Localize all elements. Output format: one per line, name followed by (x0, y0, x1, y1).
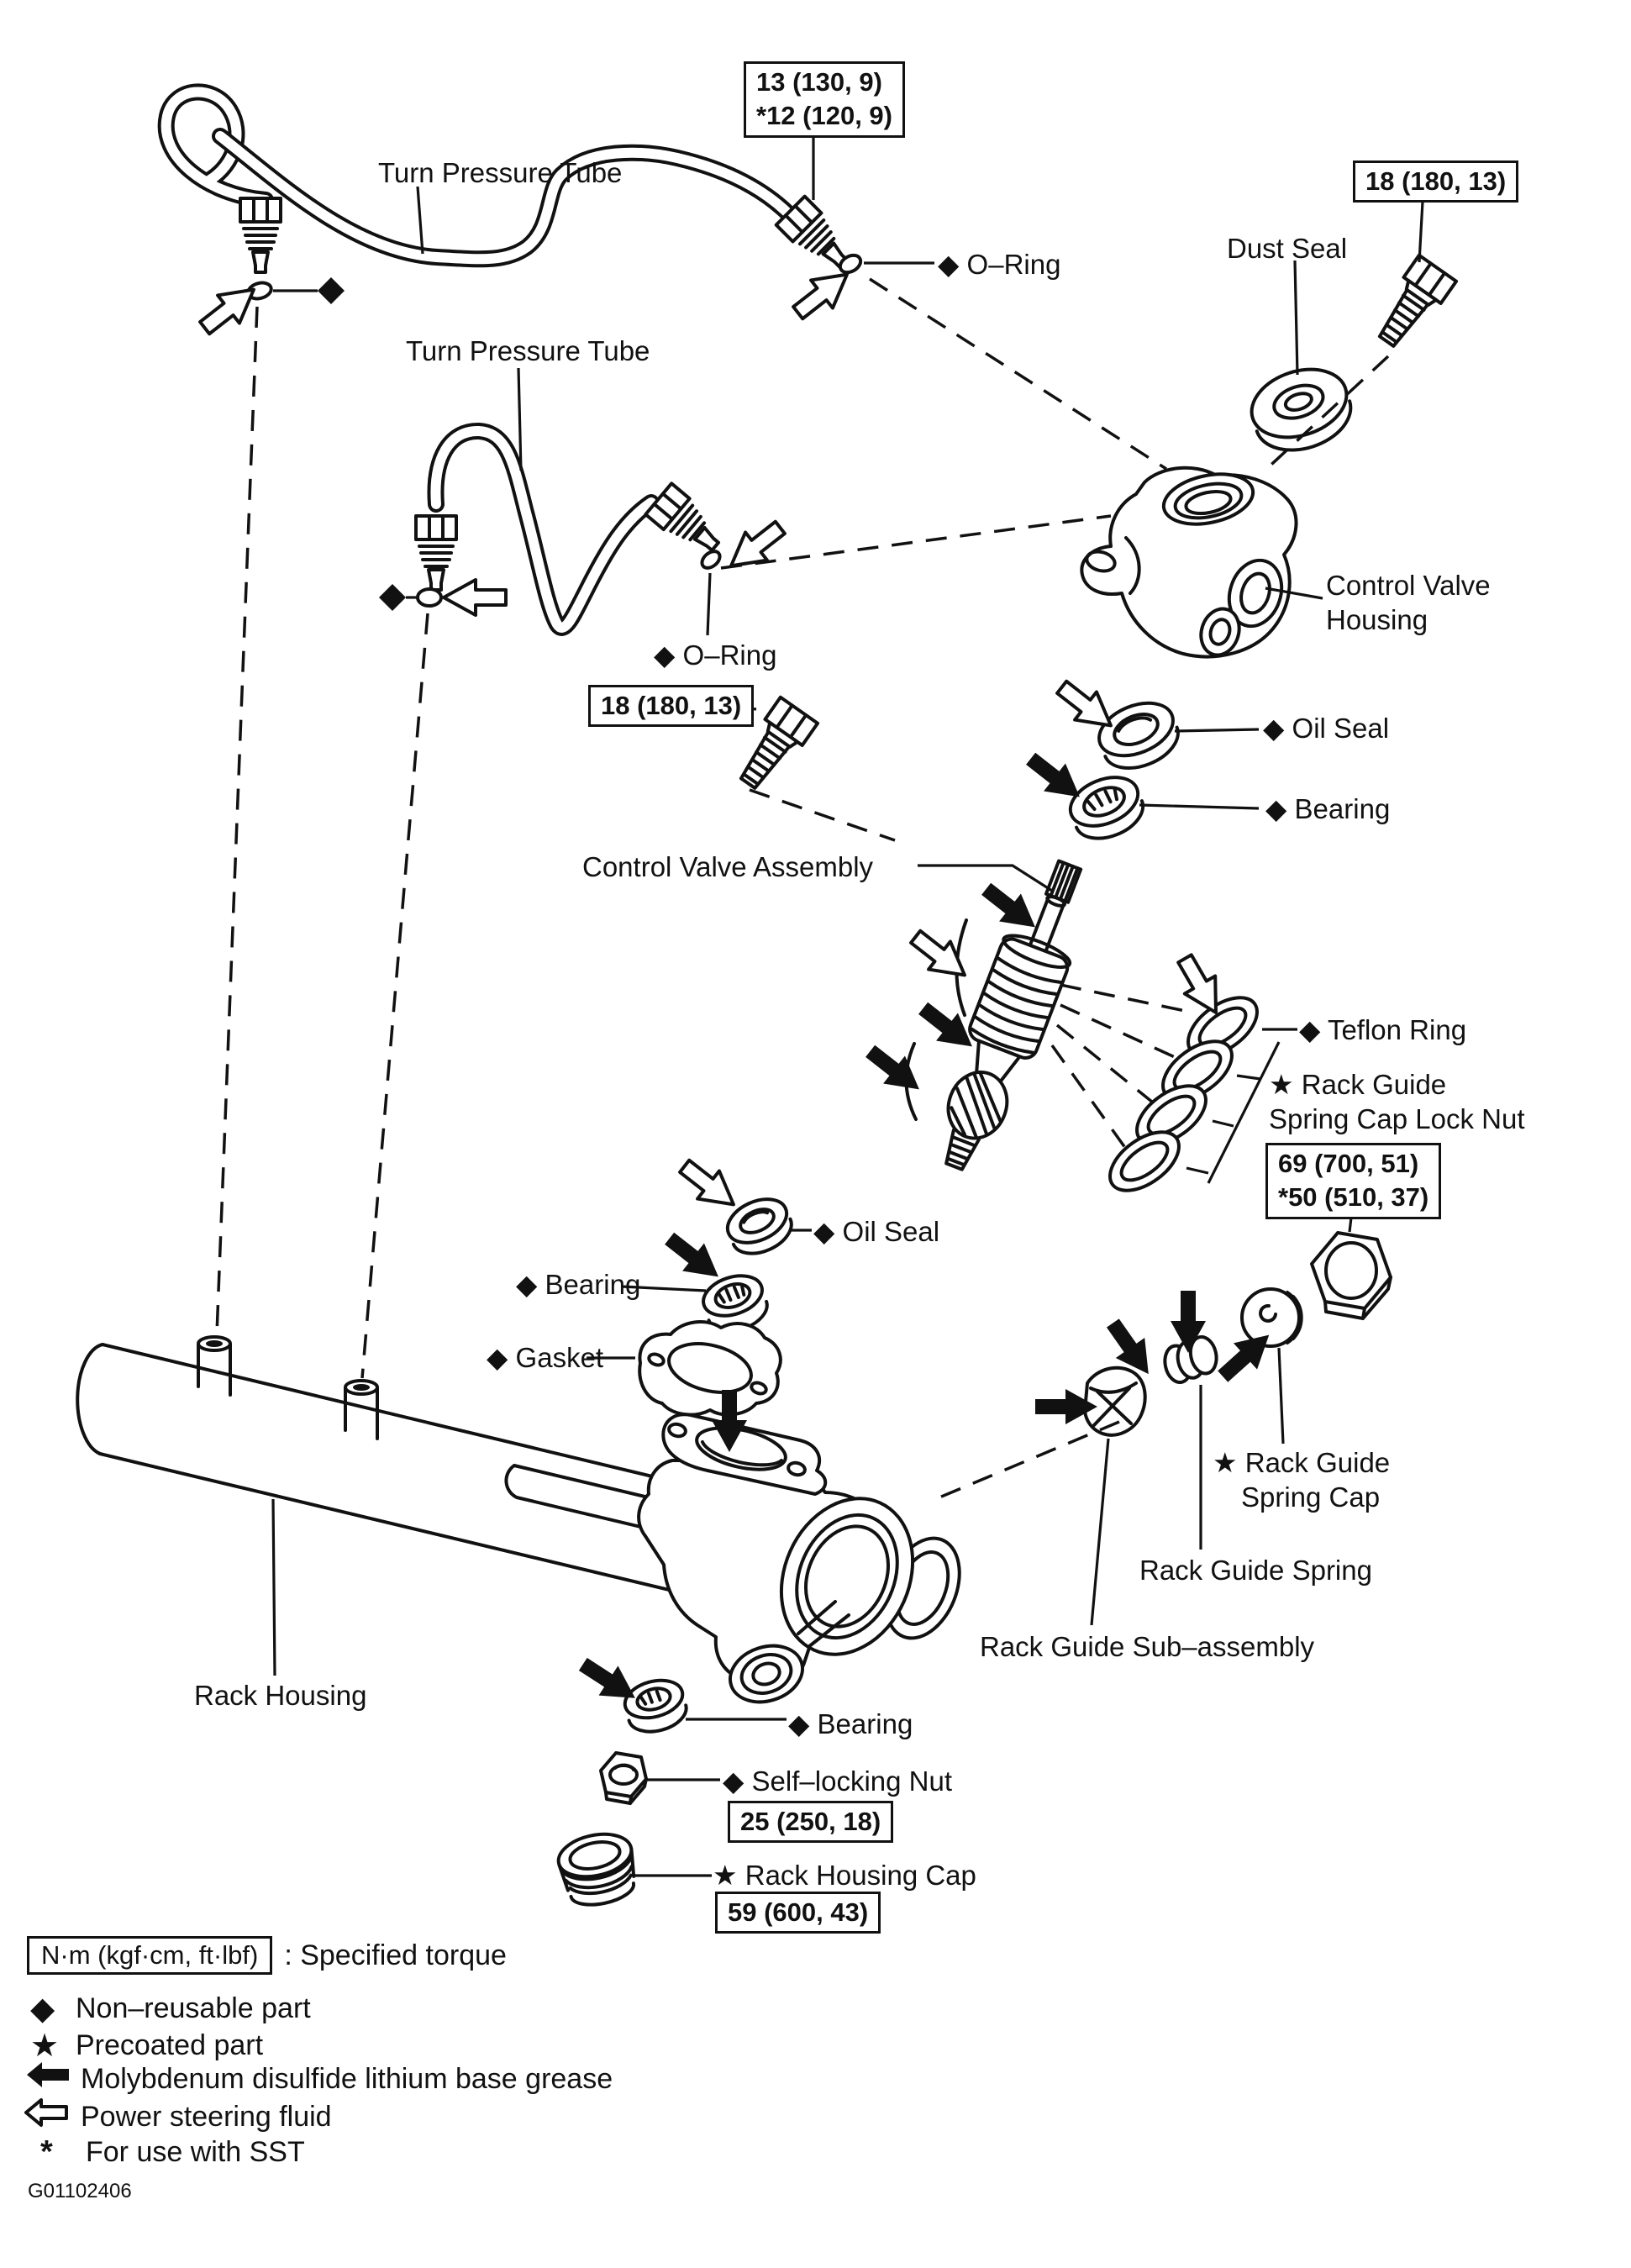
torque-line: 13 (130, 9) (756, 67, 882, 97)
diamond-icon: ◆ (30, 1992, 55, 2027)
torque-box-union-bolt-lower: 18 (180, 13) (588, 685, 755, 728)
non-reusable-diamond-icon (379, 584, 406, 611)
dust-seal-part (1250, 367, 1353, 452)
o-ring-part-top-right (838, 253, 863, 275)
legend-text: Precoated part (76, 2029, 264, 2061)
o-ring-part-top-left (246, 277, 345, 304)
legend-sst: * For use with SST (40, 2134, 305, 2171)
torque-line: *50 (510, 37) (1278, 1182, 1429, 1213)
oil-seal-upper-part (1097, 701, 1180, 770)
turn-pressure-tube-mid (414, 423, 730, 636)
asterisk-icon: * (40, 2134, 53, 2170)
label-line: Spring Cap Lock Nut (1269, 1103, 1525, 1135)
label-rack-guide-sub-assembly: Rack Guide Sub–assembly (980, 1631, 1315, 1662)
assembly-dashed-lines (215, 277, 1390, 1499)
label-gasket: ◆ Gasket (487, 1342, 604, 1373)
bearing-upper-part (1068, 776, 1145, 840)
label-teflon-ring: ◆ Teflon Ring (1299, 1014, 1467, 1045)
pinion-housing-part (637, 1413, 915, 1704)
label-rack-guide-spring-cap: ★ Rack Guide Spring Cap (1213, 1445, 1390, 1515)
label-oil-seal-upper: ◆ Oil Seal (1263, 713, 1390, 744)
label-rack-guide-spring: Rack Guide Spring (1139, 1555, 1372, 1586)
label-bearing-upper: ◆ Bearing (1265, 793, 1391, 824)
label-self-locking-nut: ◆ Self–locking Nut (723, 1765, 953, 1797)
legend-precoated: ★ Precoated part (30, 2027, 263, 2065)
tube-port-boss-right (344, 1379, 379, 1440)
gasket-part (638, 1320, 782, 1417)
legend-text: Power steering fluid (81, 2100, 332, 2133)
figure-code: G01102406 (28, 2180, 132, 2202)
legend-fluid: Power steering fluid (24, 2097, 332, 2136)
torque-box-lock-nut: 69 (700, 51) *50 (510, 37) (1265, 1143, 1442, 1219)
torque-box-rack-housing-cap: 59 (600, 43) (715, 1892, 881, 1934)
label-line: ★ Rack Guide (1269, 1069, 1447, 1100)
teflon-rings-part (1100, 986, 1268, 1202)
rack-guide-spring-cap-part (1240, 1287, 1303, 1348)
tube-port-boss-left (197, 1335, 232, 1397)
legend-text: For use with SST (86, 2136, 305, 2168)
label-oil-seal-lower: ◆ Oil Seal (813, 1216, 940, 1247)
rack-housing-cap-part (556, 1832, 636, 1907)
label-rack-housing: Rack Housing (194, 1680, 367, 1711)
control-valve-assembly-part (944, 859, 1083, 1171)
union-bolt-upper (1366, 253, 1459, 356)
oil-seal-lower-part (725, 1197, 793, 1255)
torque-box-union-bolt-upper: 18 (180, 13) (1353, 160, 1519, 203)
legend-text: : Specified torque (284, 1939, 507, 1971)
rack-guide-spring-cap-lock-nut-part (1310, 1231, 1392, 1320)
label-control-valve-housing: Control Valve Housing (1326, 568, 1491, 638)
fluid-arrow-icon (24, 2097, 69, 2136)
star-icon: ★ (30, 2029, 60, 2064)
label-line: ★ Rack Guide (1213, 1447, 1391, 1478)
grease-arrow-icon (25, 2060, 69, 2097)
label-o-ring-mid: ◆ O–Ring (654, 639, 777, 671)
torque-units-box: N·m (kgf·cm, ft·lbf) (27, 1936, 273, 1975)
legend-non-reusable: ◆ Non–reusable part (30, 1990, 311, 2028)
rack-guide-sub-assembly-part (1083, 1366, 1147, 1437)
turn-pressure-tube-top (157, 83, 857, 276)
o-ring-part-mid-left (379, 584, 443, 611)
legend-text: Non–reusable part (76, 1992, 311, 2024)
label-dust-seal: Dust Seal (1227, 233, 1348, 264)
non-reusable-diamond-icon (318, 277, 345, 304)
label-line: Spring Cap (1241, 1481, 1381, 1513)
fluid-arrow-icons (192, 259, 1234, 1220)
label-control-valve-assembly: Control Valve Assembly (582, 851, 874, 882)
label-turn-pressure-tube-mid: Turn Pressure Tube (406, 335, 650, 366)
label-leader-lines (271, 131, 1424, 1877)
torque-box-turn-pressure-tube: 13 (130, 9) *12 (120, 9) (744, 61, 905, 138)
label-turn-pressure-tube-top: Turn Pressure Tube (378, 157, 623, 188)
legend-specified-torque: N·m (kgf·cm, ft·lbf) : Specified torque (27, 1936, 507, 1975)
torque-box-self-locking-nut: 25 (250, 18) (728, 1801, 894, 1844)
torque-line: 69 (700, 51) (1278, 1149, 1419, 1178)
label-line: Control Valve (1326, 570, 1491, 601)
label-rack-housing-cap: ★ Rack Housing Cap (713, 1860, 976, 1891)
control-valve-housing-part (1080, 466, 1298, 659)
bearing-lower-part (623, 1678, 688, 1734)
label-line: Housing (1326, 604, 1428, 636)
label-bearing-mid: ◆ Bearing (516, 1269, 641, 1300)
label-bearing-lower: ◆ Bearing (788, 1708, 913, 1739)
label-o-ring-top: ◆ O–Ring (938, 249, 1061, 280)
self-locking-nut-part (599, 1751, 648, 1805)
label-rack-guide-spring-cap-lock-nut: ★ Rack Guide Spring Cap Lock Nut (1269, 1067, 1525, 1137)
legend-grease: Molybdenum disulfide lithium base grease (25, 2060, 613, 2097)
o-ring-part-mid-right (700, 550, 722, 570)
legend-text: Molybdenum disulfide lithium base grease (81, 2062, 613, 2095)
torque-line: *12 (120, 9) (756, 101, 892, 131)
